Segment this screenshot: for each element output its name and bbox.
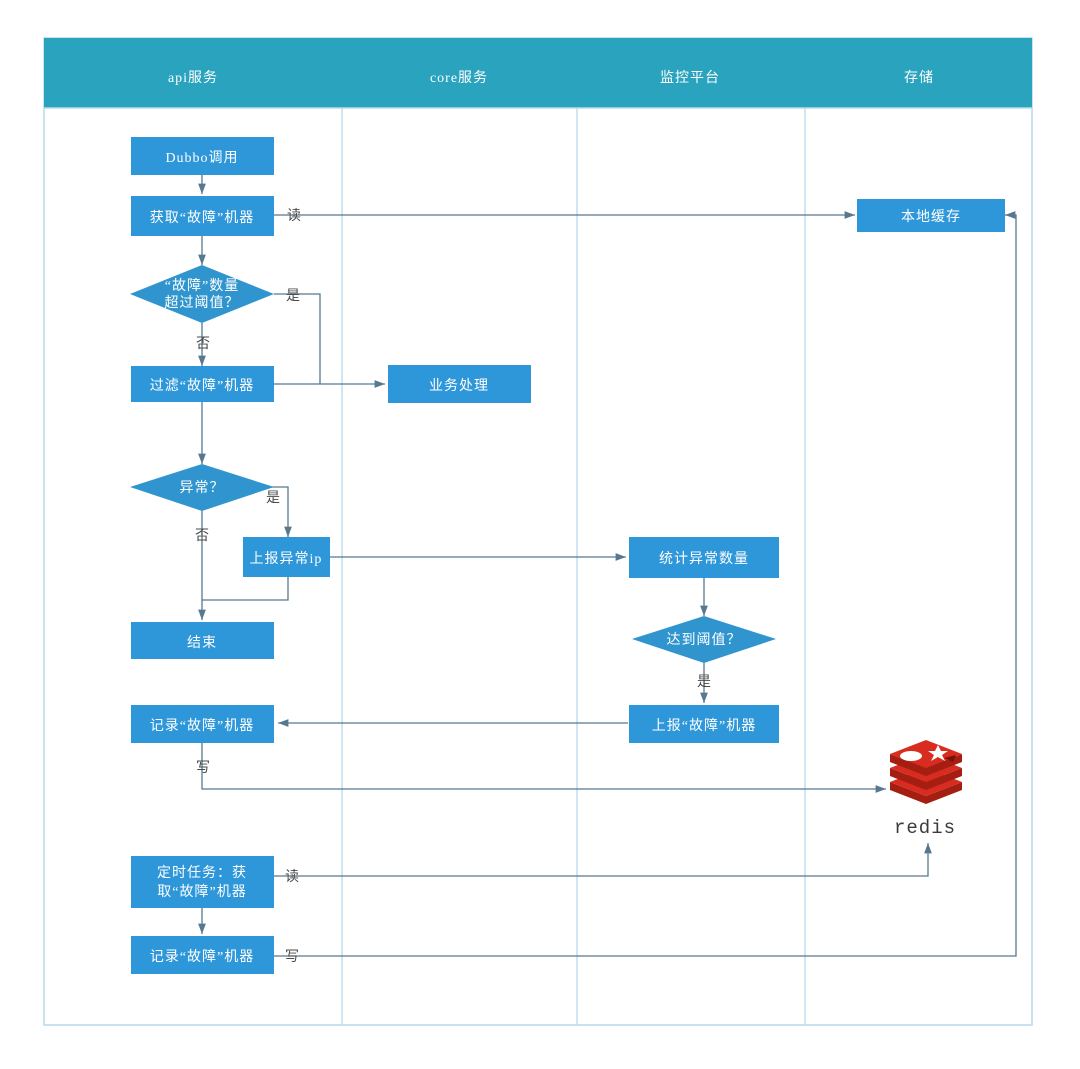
node-count-abnormal-label: 统计异常数量 [659, 551, 749, 567]
lane-title-storage: 存储 [904, 70, 934, 86]
edge-label-yes-abnormal: 是 [266, 491, 280, 506]
lane-title-core: core服务 [430, 70, 488, 86]
node-decision-fault-count[interactable]: “故障”数量 超过阈值？ [130, 265, 274, 323]
node-dubbo-call-label: Dubbo调用 [165, 150, 238, 166]
node-local-cache[interactable]: 本地缓存 [857, 199, 1005, 232]
node-end-label: 结束 [187, 635, 217, 651]
edge-label-no-count: 否 [196, 337, 210, 352]
node-record-fault-machines[interactable]: 记录“故障”机器 [131, 705, 274, 743]
node-business-processing-label: 业务处理 [429, 378, 489, 394]
node-dubbo-call[interactable]: Dubbo调用 [131, 137, 274, 175]
node-filter-fault-machines-label: 过滤“故障”机器 [150, 378, 254, 394]
edge-deccount-yes-to-business [274, 293, 321, 384]
edge-label-yes-count: 是 [286, 289, 300, 304]
node-decision-threshold-label: 达到阈值？ [667, 632, 742, 648]
node-cron-get-fault-machines[interactable]: 定时任务：获 取“故障”机器 [131, 856, 274, 908]
lane-header-band [44, 38, 1032, 108]
node-report-fault-machines[interactable]: 上报“故障”机器 [629, 705, 779, 743]
lane-title-monitor: 监控平台 [660, 70, 720, 86]
node-business-processing[interactable]: 业务处理 [388, 365, 531, 403]
edge-cronget-read-from-redis [274, 843, 932, 877]
lane-title-api: api服务 [168, 70, 218, 86]
redis-icon [890, 740, 962, 804]
edge-label-write-cache: 写 [285, 950, 299, 965]
redis-label: redis [894, 817, 956, 839]
edge-label-read-redis: 读 [285, 868, 299, 885]
node-decision-fault-count-line2: 超过阈值？ [165, 295, 240, 311]
node-report-abnormal-ip-label: 上报异常ip [250, 551, 323, 567]
edge-label-no-abnormal: 否 [195, 529, 209, 544]
node-record-fault-machines-label: 记录“故障”机器 [150, 718, 254, 734]
node-report-abnormal-ip[interactable]: 上报异常ip [243, 537, 330, 577]
node-filter-fault-machines[interactable]: 过滤“故障”机器 [131, 366, 274, 402]
edge-label-read-cache: 读 [287, 207, 301, 224]
edge-label-write-redis: 写 [196, 761, 210, 776]
node-record-fault-machines-2[interactable]: 记录“故障”机器 [131, 936, 274, 974]
node-report-fault-machines-label: 上报“故障”机器 [652, 718, 756, 734]
node-local-cache-label: 本地缓存 [901, 209, 961, 225]
node-cron-get-fault-machines-line1: 定时任务：获 [157, 865, 247, 881]
node-cron-get-fault-machines-line2: 取“故障”机器 [157, 884, 246, 900]
edge-recordfault-write-to-redis [201, 743, 886, 793]
node-record-fault-machines-2-label: 记录“故障”机器 [150, 949, 254, 965]
node-decision-abnormal-label: 异常？ [180, 480, 225, 496]
node-decision-fault-count-line1: “故障”数量 [165, 278, 239, 294]
edge-label-yes-threshold: 是 [697, 675, 711, 690]
node-get-fault-machines-label: 获取“故障”机器 [150, 210, 254, 226]
edge-reportip-to-endline [202, 577, 289, 601]
edge-recordfault2-write-to-localcache [274, 211, 1017, 957]
node-decision-threshold[interactable]: 达到阈值？ [632, 616, 776, 663]
node-get-fault-machines[interactable]: 获取“故障”机器 [131, 196, 274, 236]
node-end[interactable]: 结束 [131, 622, 274, 659]
node-decision-abnormal[interactable]: 异常？ [130, 464, 274, 511]
node-count-abnormal[interactable]: 统计异常数量 [629, 537, 779, 578]
